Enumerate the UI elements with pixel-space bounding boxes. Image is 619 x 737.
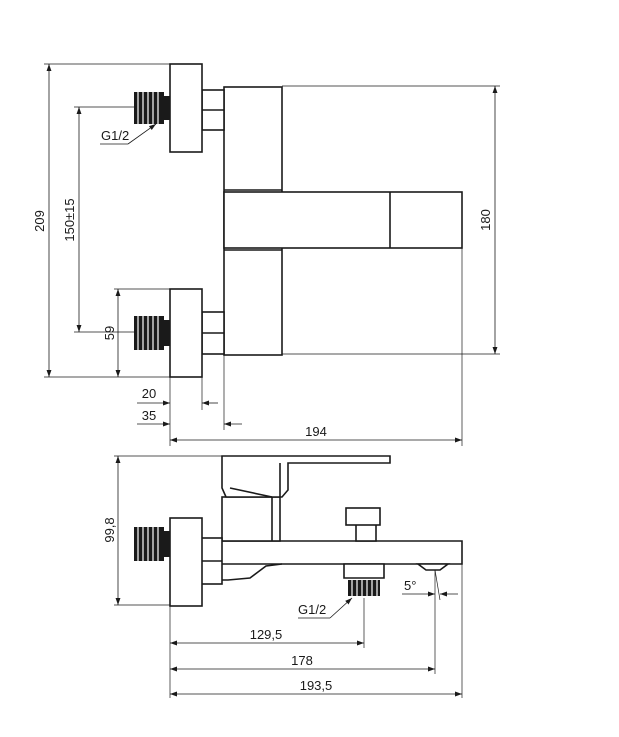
dim-inlet-20: 20 — [142, 386, 156, 401]
front-extension-lines — [44, 63, 500, 446]
dim-depth-129-5: 129,5 — [250, 627, 283, 642]
upper-wall-connection — [134, 63, 225, 153]
side-extension-lines — [114, 455, 463, 698]
outlet-thread — [343, 563, 385, 596]
thread-label-front: G1/2 — [101, 128, 129, 143]
lower-wall-connection — [134, 288, 225, 378]
dim-spout-angle: 5° — [404, 578, 416, 593]
thread-label-side: G1/2 — [298, 602, 326, 617]
dim-depth-193-5: 193,5 — [300, 678, 333, 693]
front-dimension-lines — [46, 64, 498, 443]
diverter-knob — [345, 507, 381, 542]
dim-width-194: 194 — [305, 424, 327, 439]
side-dimension-lines — [115, 456, 462, 697]
dim-depth-178: 178 — [291, 653, 313, 668]
mixer-body — [223, 86, 463, 356]
side-wall-connection — [134, 517, 223, 607]
dim-body-height: 180 — [478, 209, 493, 231]
lever-handle — [221, 455, 391, 498]
dim-height-99-8: 99,8 — [102, 517, 117, 542]
spout — [197, 540, 463, 581]
side-view: 99,8 129,5 178 193,5 5° G1/2 — [102, 455, 463, 698]
cartridge-body — [221, 496, 281, 542]
dim-inlet-35: 35 — [142, 408, 156, 423]
front-view: 209 150±15 59 180 20 35 194 G1/2 — [32, 63, 500, 446]
dim-inlet-spacing: 150±15 — [62, 198, 77, 241]
dim-inlet-offset: 59 — [102, 326, 117, 340]
dim-overall-height: 209 — [32, 210, 47, 232]
